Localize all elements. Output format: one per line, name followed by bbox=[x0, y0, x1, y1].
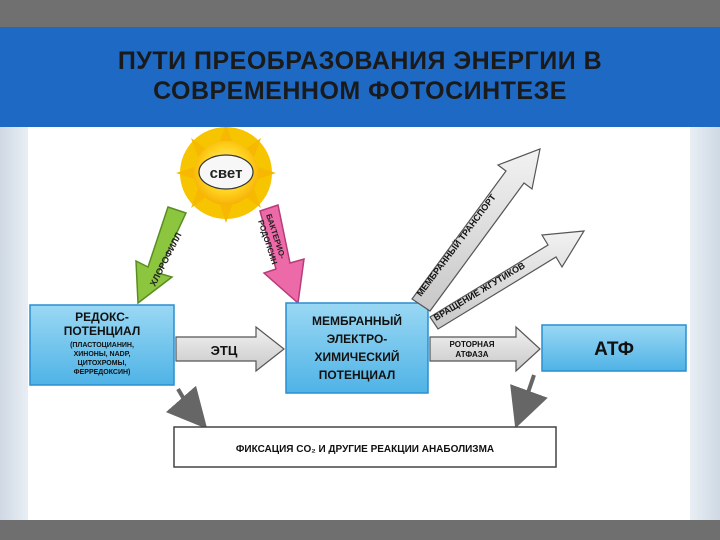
etc-label: ЭТЦ bbox=[211, 343, 238, 358]
atpase-label-1: РОТОРНАЯ bbox=[449, 340, 494, 349]
bacteriorhodopsin-arrow: БАКТЕРИО- РОДОПСИН bbox=[256, 204, 305, 305]
membrane-line-3: ХИМИЧЕСКИЙ bbox=[315, 349, 400, 364]
redox-potential-box: РЕДОКС- ПОТЕНЦИАЛ (ПЛАСТОЦИАНИН, ХИНОНЫ,… bbox=[29, 304, 175, 386]
redox-title-2: ПОТЕНЦИАЛ bbox=[64, 324, 141, 338]
redox-sub-3: ЦИТОХРОМЫ, bbox=[78, 360, 127, 367]
atp-to-fixation-arrow bbox=[510, 374, 548, 429]
atpase-label-2: АТФАЗА bbox=[455, 350, 488, 359]
top-bar bbox=[0, 0, 720, 27]
redox-to-fixation-arrow bbox=[165, 385, 208, 430]
fixation-label: ФИКСАЦИЯ CO₂ И ДРУГИЕ РЕАКЦИИ АНАБОЛИЗМА bbox=[236, 444, 494, 455]
sun-icon: свет bbox=[176, 123, 276, 223]
chlorophyll-arrow: ХЛОРОФИЛЛ bbox=[135, 206, 188, 305]
bottom-bar bbox=[0, 520, 720, 540]
membrane-potential-box: МЕМБРАННЫЙ ЭЛЕКТРО- ХИМИЧЕСКИЙ ПОТЕНЦИАЛ bbox=[285, 302, 429, 394]
redox-sub-4: ФЕРРЕДОКСИН) bbox=[74, 369, 131, 376]
redox-title-1: РЕДОКС- bbox=[75, 310, 129, 324]
header-band bbox=[0, 27, 720, 127]
title-line-2: СОВРЕМЕННОМ ФОТОСИНТЕЗЕ bbox=[153, 77, 567, 105]
fixation-box: ФИКСАЦИЯ CO₂ И ДРУГИЕ РЕАКЦИИ АНАБОЛИЗМА bbox=[173, 426, 557, 468]
redox-sub-1: (ПЛАСТОЦИАНИН, bbox=[70, 342, 134, 349]
title-line-1: ПУТИ ПРЕОБРАЗОВАНИЯ ЭНЕРГИИ В bbox=[117, 47, 603, 75]
energy-diagram: свет ХЛОРОФИЛЛ БАКТЕРИО- РОДОПСИН РЕДОКС… bbox=[28, 123, 690, 520]
right-margin bbox=[690, 127, 720, 520]
atp-box: АТФ bbox=[541, 324, 687, 372]
left-margin bbox=[0, 127, 28, 520]
membrane-line-2: ЭЛЕКТРО- bbox=[327, 332, 388, 346]
atp-label: АТФ bbox=[594, 339, 634, 360]
sun-label: свет bbox=[210, 165, 243, 182]
membrane-line-1: МЕМБРАННЫЙ bbox=[312, 313, 402, 328]
membrane-line-4: ПОТЕНЦИАЛ bbox=[319, 368, 396, 382]
rotor-atpase-arrow: РОТОРНАЯ АТФАЗА bbox=[429, 325, 541, 373]
etc-arrow: ЭТЦ bbox=[175, 325, 285, 373]
slide-title: ПУТИ ПРЕОБРАЗОВАНИЯ ЭНЕРГИИ В СОВРЕМЕННО… bbox=[0, 32, 720, 120]
redox-sub-2: ХИНОНЫ, NADP, bbox=[74, 351, 131, 358]
